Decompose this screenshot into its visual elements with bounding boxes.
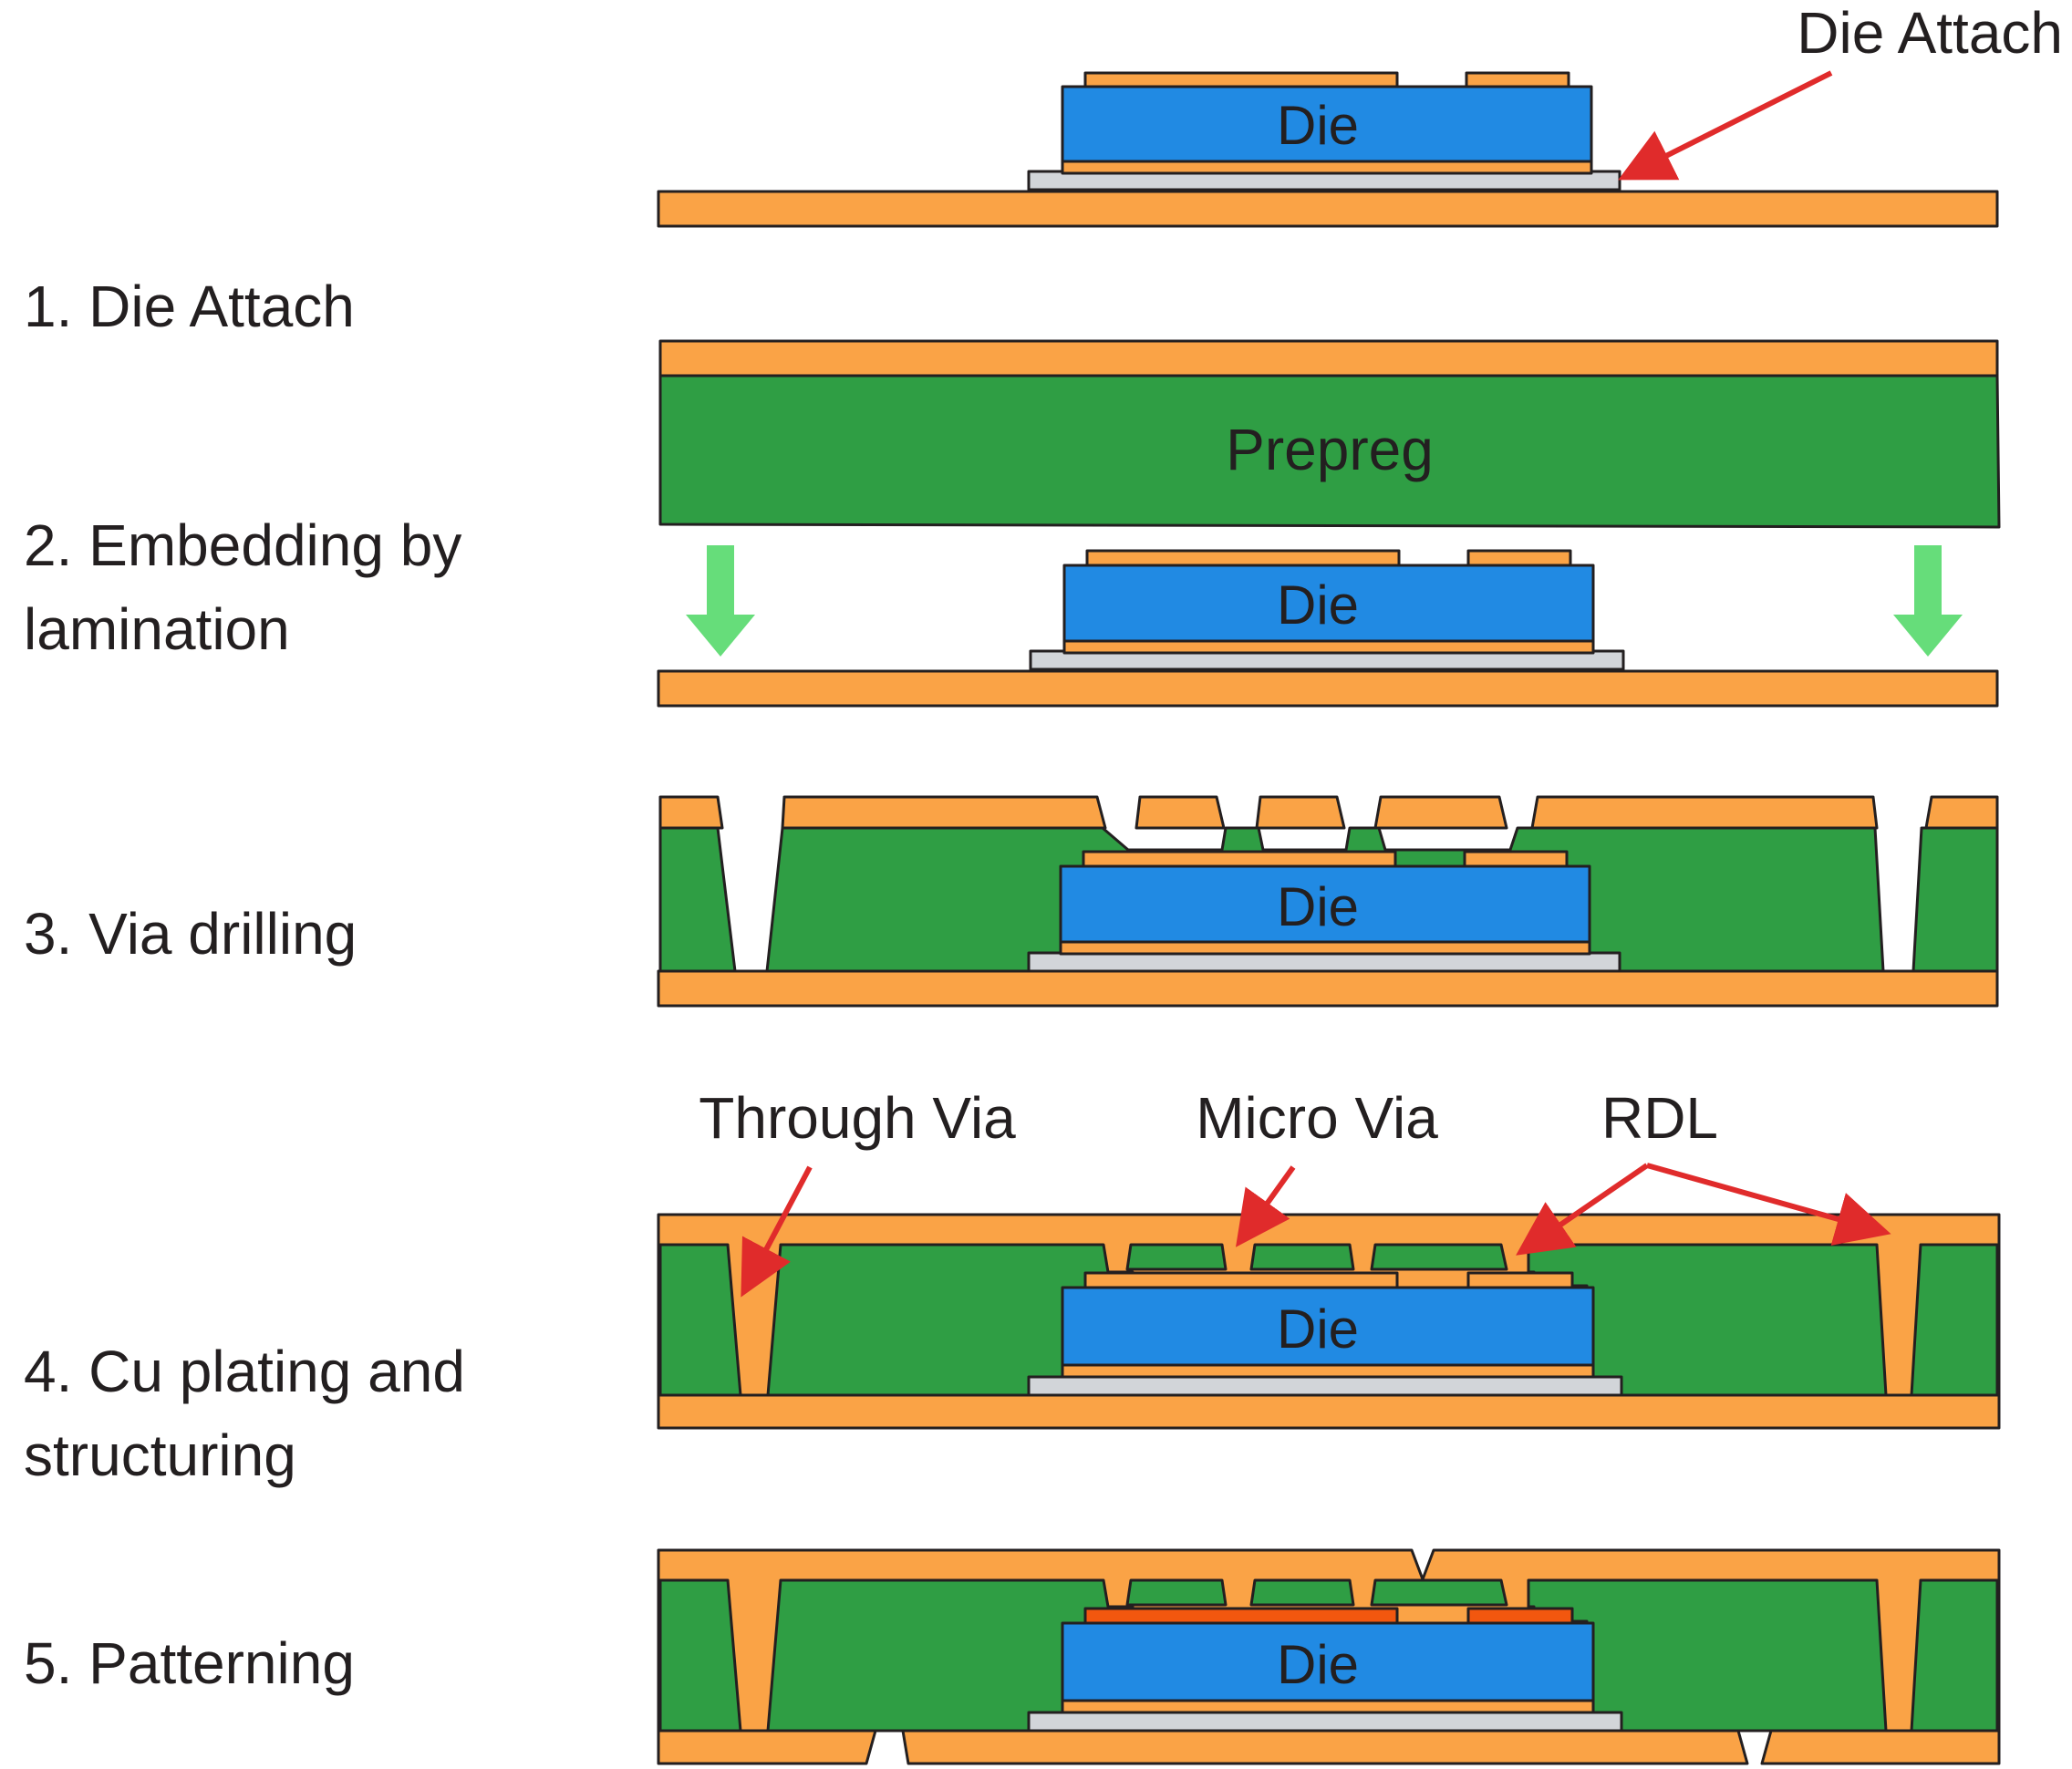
lamination-arrow-right [1893,545,1963,657]
die-pad-left [1083,71,1399,88]
prepreg-island-2 [1249,1578,1355,1607]
step-1-cross-section: Die Die Attach [657,0,2063,228]
die-label: Die [1277,1634,1359,1695]
die [1059,864,1591,944]
die [1062,564,1595,643]
prepreg-island-3 [1370,1578,1508,1607]
die [1061,1621,1595,1702]
prepreg-right-edge [1910,1578,1999,1733]
patterned-pad-right [1466,1607,1574,1625]
die [1061,85,1593,163]
die-pad-left [1083,1271,1399,1289]
through-via-arrow [741,1165,813,1298]
bottom-copper-foil [657,190,1999,228]
prepreg-right-edge [1910,1243,1999,1397]
step-3-label: 3. Via drilling [24,901,357,967]
die-pad-left [1085,549,1401,567]
rdl-arrow-left [1516,1163,1649,1256]
prepreg-island-1 [1125,1243,1228,1271]
step-2-label: 2. Embedding by lamination [24,512,462,662]
die-pad-right [1465,71,1570,88]
top-copper-seg-6 [1530,795,1879,830]
die-pad-right [1466,1271,1574,1289]
die-pad-right [1466,549,1572,567]
through-via-callout: Through Via [699,1085,1016,1151]
prepreg-body-right [1527,1578,1888,1733]
die-pad-right [1463,850,1569,868]
die-attach-layer [1027,951,1621,973]
bottom-copper-foil [657,969,1999,1008]
die-label: Die [1277,95,1359,156]
patterned-pad-left [1083,1607,1399,1625]
die-pad-left [1082,850,1397,868]
step-2-cross-section: Prepreg Die [657,339,2001,708]
bottom-copper-layer [657,1729,877,1765]
top-copper-seg-3 [1134,795,1226,830]
prepreg-label: Prepreg [1226,417,1434,482]
step-5-cross-section: Die [657,1548,2001,1765]
prepreg-island-2 [1249,1243,1355,1271]
prepreg-island-3 [1370,1243,1508,1271]
die-label: Die [1277,1298,1359,1360]
rdl-arrow-right [1646,1163,1891,1246]
prepreg-body [766,1578,1134,1733]
bottom-copper-foil [657,669,1999,708]
rdl-callout: RDL [1601,1085,1718,1151]
prepreg-left-edge [658,1243,742,1397]
top-copper-seg-5 [1373,795,1508,830]
die-label: Die [1277,876,1359,937]
die-attach-layer [1027,1375,1623,1397]
prepreg-left-edge [658,1578,742,1733]
step-4-label: 4. Cu plating and structuring [24,1339,465,1488]
step-4-cross-section: Die Through Via Micro Via RDL [657,1085,2001,1430]
top-copper-seg-4 [1255,795,1346,830]
bottom-copper-layer-right [1760,1729,2001,1765]
step-1-label: 1. Die Attach [24,274,355,339]
micro-via-arrow [1236,1165,1296,1247]
top-copper-foil [658,339,1999,378]
die-attach-arrow [1618,70,1833,181]
die-label: Die [1277,574,1359,636]
prepreg-sheet [658,374,2001,529]
prepreg-right-edge [1911,826,1999,973]
lamination-arrow-left [686,545,755,657]
micro-via-callout: Micro Via [1196,1085,1438,1151]
bottom-copper-layer-mid [901,1729,1749,1765]
die-attach-layer [1027,1711,1623,1733]
die-attach-callout: Die Attach [1797,0,2063,66]
prepreg-left-edge [658,826,737,973]
die [1061,1286,1595,1367]
prepreg-island-1 [1125,1578,1228,1607]
step-5-label: 5. Patterning [24,1630,355,1696]
top-copper-seg-1 [658,795,724,830]
bottom-copper-layer [657,1393,2001,1430]
step-3-cross-section: Die [657,795,1999,1008]
top-copper-seg-2 [781,795,1107,830]
top-copper-seg-7 [1924,795,1999,830]
